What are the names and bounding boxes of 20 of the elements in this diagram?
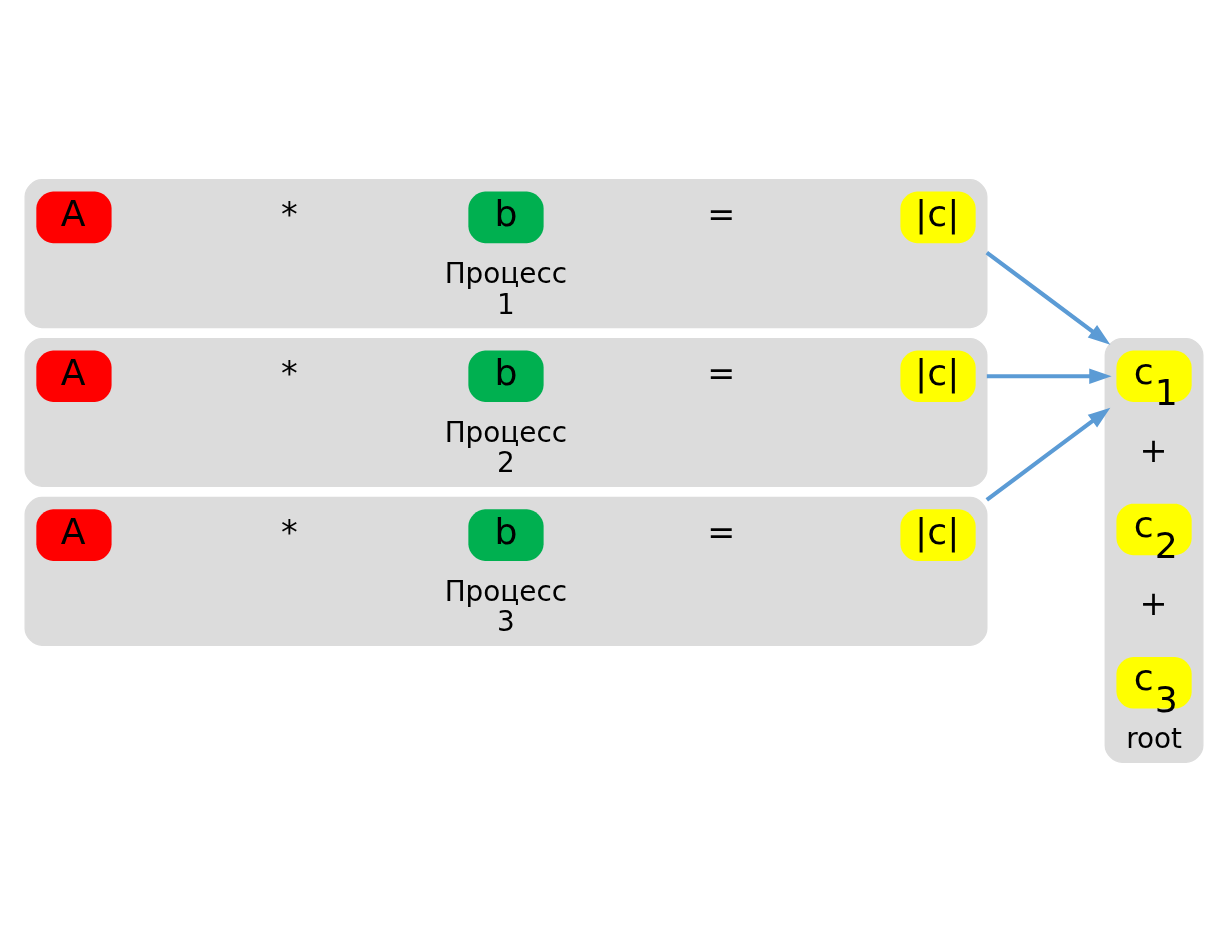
node-box: A	[36, 191, 112, 243]
label: =	[707, 353, 736, 393]
node-box: A	[36, 349, 112, 402]
label: *	[280, 512, 298, 552]
arrow	[985, 250, 1111, 345]
node-box: |c|	[900, 349, 976, 402]
label: +	[1139, 583, 1168, 623]
node-box: |c|	[900, 508, 976, 561]
node-box: b	[468, 191, 544, 243]
arrow	[986, 367, 1112, 384]
label: =	[707, 194, 736, 234]
label: +	[1139, 430, 1168, 470]
node-box: b	[468, 349, 544, 402]
node-box: A	[36, 508, 112, 561]
arrow	[985, 407, 1111, 501]
label: *	[280, 194, 298, 234]
node-box: b	[468, 508, 544, 561]
label: =	[707, 512, 736, 552]
node-box: |c|	[900, 191, 976, 243]
label: *	[280, 353, 298, 393]
